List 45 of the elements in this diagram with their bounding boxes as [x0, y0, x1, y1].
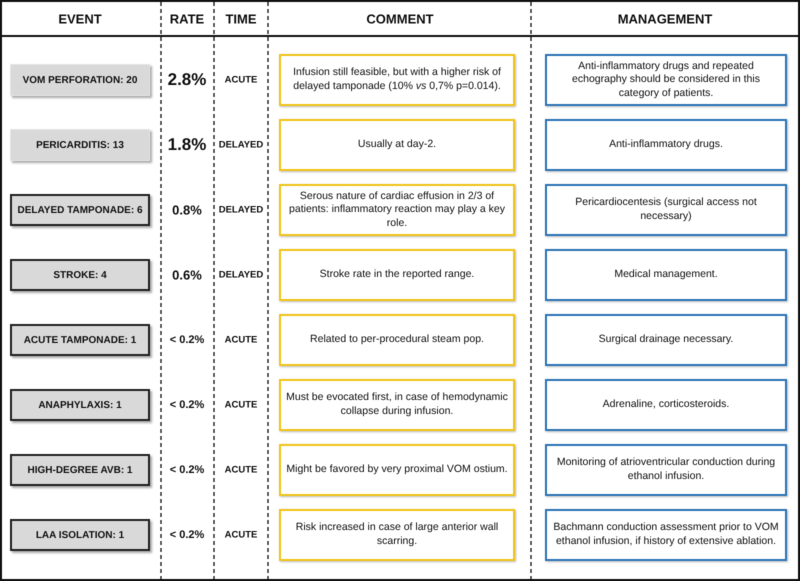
- management-box: Adrenaline, corticosteroids.: [545, 379, 787, 431]
- rate-value: 0.8%: [172, 202, 202, 218]
- column-header: TIME: [225, 12, 257, 26]
- management-box: Anti-inflammatory drugs.: [545, 119, 787, 171]
- time-value: ACUTE: [224, 334, 258, 346]
- comment-box: Related to per-procedural steam pop.: [279, 314, 515, 366]
- management-box: Medical management.: [545, 249, 787, 301]
- management-box: Bachmann conduction assessment prior to VOM ethanol infusion, if history of extensive ablation.: [545, 509, 787, 561]
- management-box: Pericardiocentesis (surgical access not necessary): [545, 184, 787, 236]
- rate-value: 2.8%: [168, 70, 206, 90]
- time-value: DELAYED: [218, 270, 264, 280]
- management-box: Surgical drainage necessary.: [545, 314, 787, 366]
- time-value: ACUTE: [224, 74, 258, 86]
- rate-value: < 0.2%: [170, 464, 204, 476]
- time-value: ACUTE: [224, 464, 258, 476]
- event-box: LAA ISOLATION: 1: [10, 519, 150, 551]
- comment-box: Usually at day-2.: [279, 119, 515, 171]
- management-box: Anti-inflammatory drugs and repeated echography should be considered in this category of patients.: [545, 54, 787, 106]
- time-value: DELAYED: [218, 140, 264, 150]
- event-box: ACUTE TAMPONADE: 1: [10, 324, 150, 356]
- rate-value: 1.8%: [168, 135, 206, 155]
- event-box: HIGH-DEGREE AVB: 1: [10, 454, 150, 486]
- event-box: ANAPHYLAXIS: 1: [10, 389, 150, 421]
- comment-box: Might be favored by very proximal VOM ostium.: [279, 444, 515, 496]
- time-value: ACUTE: [224, 400, 258, 410]
- comment-box: Must be evocated first, in case of hemodynamic collapse during infusion.: [279, 379, 515, 431]
- event-box: STROKE: 4: [10, 259, 150, 291]
- column-header: RATE: [170, 12, 204, 26]
- comment-box: Stroke rate in the reported range.: [279, 249, 515, 301]
- rate-value: < 0.2%: [170, 334, 204, 346]
- rate-value: < 0.2%: [170, 399, 204, 411]
- rate-value: 0.6%: [172, 268, 202, 282]
- comment-box: Infusion still feasible, but with a higher risk of delayed tamponade (10% vs 0,7% p=0.014).: [279, 54, 515, 106]
- comment-box: Serous nature of cardiac effusion in 2/3 of patients: inflammatory reaction may play a key role.: [279, 184, 515, 236]
- column-header: EVENT: [58, 12, 102, 26]
- rate-value: < 0.2%: [170, 529, 204, 541]
- comment-box: Risk increased in case of large anterior wall scarring.: [279, 509, 515, 561]
- time-value: DELAYED: [218, 204, 264, 216]
- management-box: Monitoring of atrioventricular conduction during ethanol infusion.: [545, 444, 787, 496]
- time-value: ACUTE: [224, 530, 258, 540]
- event-box: DELAYED TAMPONADE: 6: [10, 194, 150, 226]
- event-box: VOM PERFORATION: 20: [10, 64, 150, 96]
- event-box: PERICARDITIS: 13: [10, 129, 150, 161]
- column-header: COMMENT: [366, 12, 434, 26]
- column-header: MANAGEMENT: [618, 12, 712, 26]
